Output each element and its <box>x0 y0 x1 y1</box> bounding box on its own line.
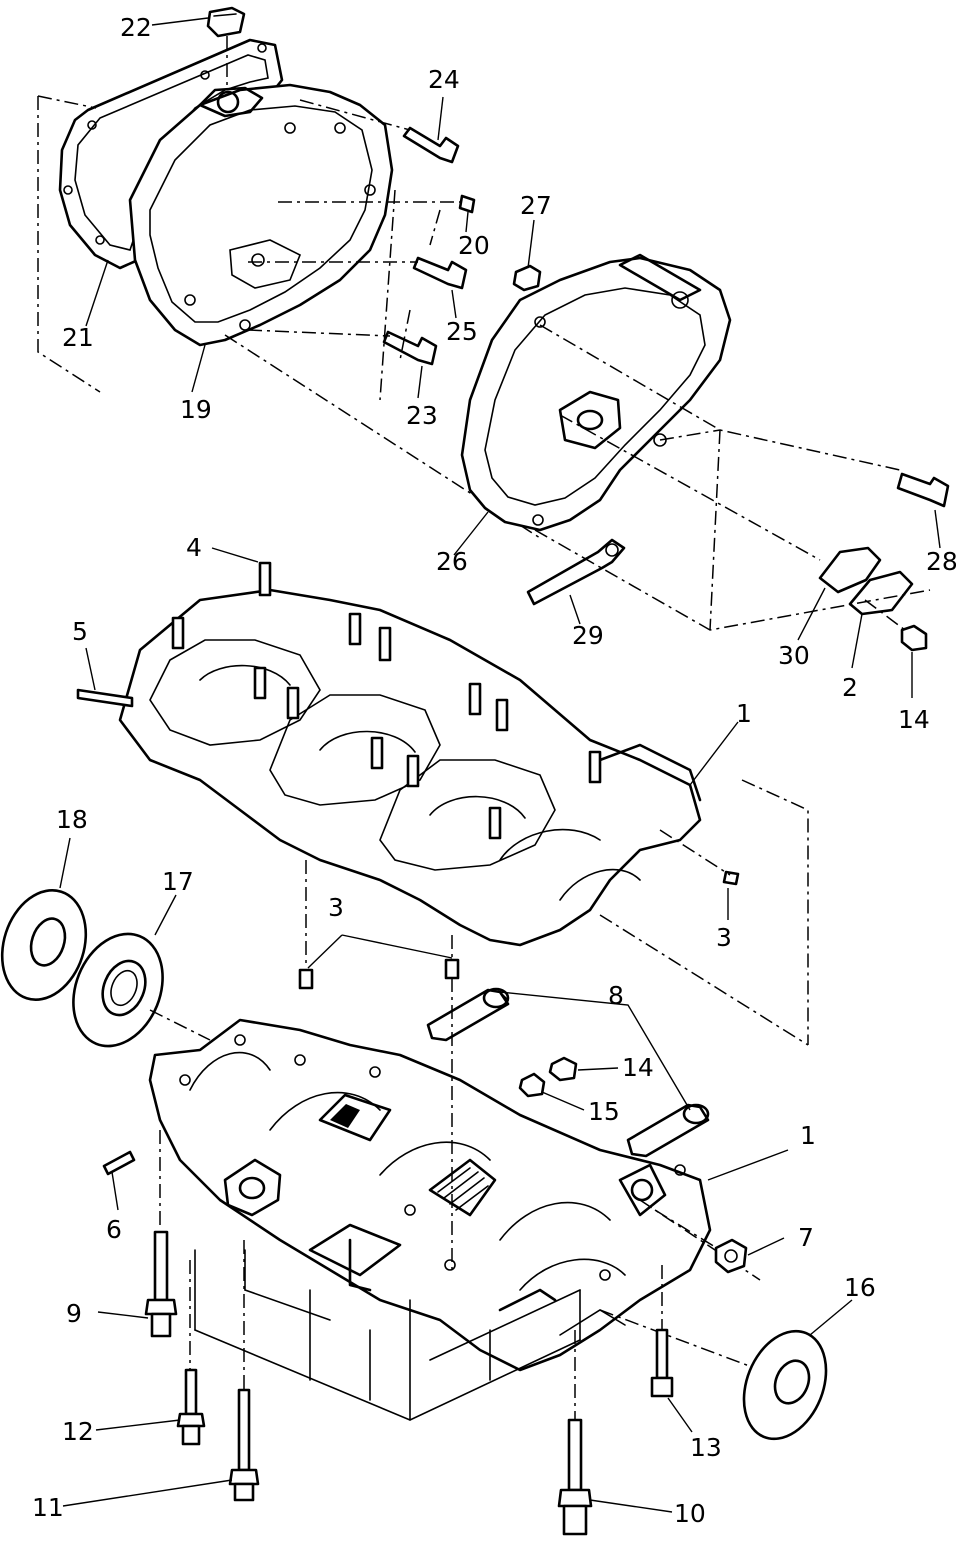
rope-guide-29 <box>526 538 626 606</box>
callout-1-upper: 1 <box>736 699 752 728</box>
callout-25: 25 <box>446 317 478 346</box>
bearing-8-upper <box>426 987 510 1042</box>
leader-lines <box>59 17 941 1513</box>
cylinder-studs-4 <box>171 561 602 840</box>
callout-11: 11 <box>32 1493 64 1522</box>
callout-20: 20 <box>458 231 490 260</box>
stud-6 <box>102 1150 136 1176</box>
callout-19: 19 <box>180 395 212 424</box>
seal-18 <box>0 889 88 1001</box>
bushing-27 <box>512 264 542 292</box>
callout-10: 10 <box>674 1499 706 1528</box>
bolt-10 <box>557 1418 593 1536</box>
callout-14-top: 14 <box>898 705 930 734</box>
lower-crankcase-1 <box>148 1018 712 1372</box>
seal-17 <box>72 932 164 1048</box>
dowel-pin-3-right <box>722 870 740 886</box>
bolt-11 <box>228 1388 260 1502</box>
bolt-28 <box>896 472 950 508</box>
bolt-14-top <box>900 624 928 652</box>
callout-8: 8 <box>608 981 624 1010</box>
oil-filler-cap-22 <box>206 6 246 38</box>
callout-14-mid: 14 <box>622 1053 654 1082</box>
callout-27: 27 <box>520 191 552 220</box>
callout-3-center: 3 <box>328 893 344 922</box>
callout-3-right: 3 <box>716 923 732 952</box>
plate-30 <box>818 546 882 594</box>
callout-9: 9 <box>66 1299 82 1328</box>
callout-1-lower: 1 <box>800 1121 816 1150</box>
callout-26: 26 <box>436 547 468 576</box>
magneto-cover-19 <box>128 83 394 347</box>
bolt-13 <box>650 1328 674 1398</box>
seal-16 <box>742 1329 828 1441</box>
bolt-12 <box>176 1368 206 1446</box>
callout-30: 30 <box>778 641 810 670</box>
bolt-14-mid <box>548 1056 578 1082</box>
callout-28: 28 <box>926 547 956 576</box>
callout-23: 23 <box>406 401 438 430</box>
dowel-pin-20 <box>458 194 476 214</box>
bolt-9 <box>144 1230 178 1338</box>
stud-5 <box>76 688 134 708</box>
callout-13: 13 <box>690 1433 722 1462</box>
callout-labels: 22 24 27 20 21 25 19 23 28 26 4 29 5 30 … <box>32 13 956 1528</box>
callout-4: 4 <box>186 533 202 562</box>
dowel-pins-3 <box>298 958 460 990</box>
callout-16: 16 <box>844 1273 876 1302</box>
bearing-8-lower <box>626 1103 710 1158</box>
nut-15 <box>518 1072 546 1098</box>
bolt-23 <box>382 330 438 366</box>
callout-2: 2 <box>842 673 858 702</box>
starter-housing-26 <box>460 253 732 532</box>
callout-12: 12 <box>62 1417 94 1446</box>
callout-24: 24 <box>428 65 460 94</box>
callout-17: 17 <box>162 867 194 896</box>
callout-22: 22 <box>120 13 152 42</box>
callout-15: 15 <box>588 1097 620 1126</box>
callout-5: 5 <box>72 617 88 646</box>
callout-6: 6 <box>106 1215 122 1244</box>
callout-7: 7 <box>798 1223 814 1252</box>
callout-29: 29 <box>572 621 604 650</box>
bolt-25 <box>412 256 468 290</box>
callout-21: 21 <box>62 323 94 352</box>
seal-7 <box>714 1238 748 1274</box>
bolt-24 <box>402 126 460 164</box>
callout-18: 18 <box>56 805 88 834</box>
